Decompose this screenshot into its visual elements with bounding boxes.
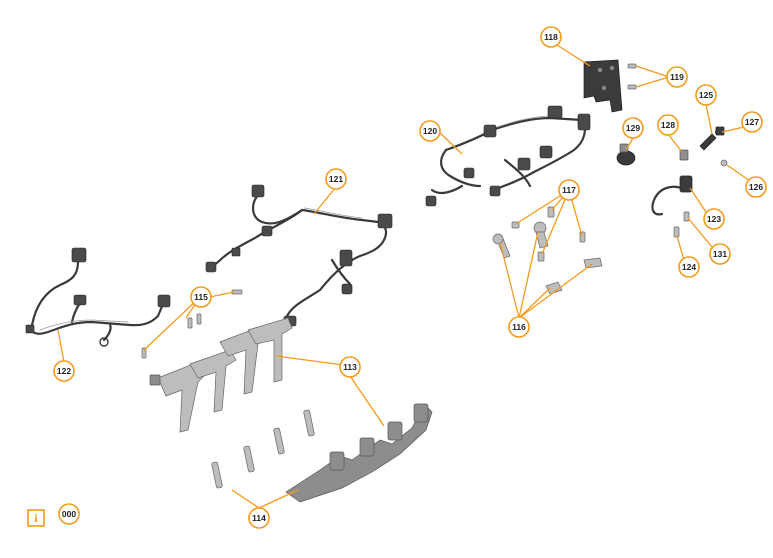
callout-124[interactable]: 124 (678, 256, 700, 278)
bracket-118[interactable] (583, 59, 623, 113)
callout-125[interactable]: 125 (695, 84, 717, 106)
callout-131[interactable]: 131 (709, 243, 731, 265)
callout-000[interactable]: 000 (58, 503, 80, 525)
callout-label: 125 (699, 90, 713, 100)
callout-label: 121 (329, 174, 343, 184)
part-126[interactable] (720, 159, 728, 167)
callout-label: 131 (713, 249, 727, 259)
harness-122[interactable] (25, 247, 171, 347)
callout-118[interactable]: 118 (540, 26, 562, 48)
callout-label: 120 (423, 126, 437, 136)
harness-121[interactable] (205, 184, 393, 327)
callout-label: 126 (749, 182, 763, 192)
callout-123[interactable]: 123 (703, 208, 725, 230)
callout-127[interactable]: 127 (741, 111, 763, 133)
callout-116[interactable]: 116 (508, 316, 530, 338)
callout-122[interactable]: 122 (53, 360, 75, 382)
info-icon[interactable]: i (27, 509, 45, 527)
part-131[interactable] (683, 211, 690, 222)
callout-label: 129 (626, 123, 640, 133)
harness-120[interactable] (425, 105, 591, 207)
sensor-128[interactable] (679, 149, 689, 161)
callout-label: 123 (707, 214, 721, 224)
callout-114[interactable]: 114 (248, 507, 270, 529)
callout-label: 122 (57, 366, 71, 376)
fittings-116[interactable] (492, 221, 603, 295)
callout-label: 118 (544, 32, 558, 42)
sensor-129[interactable] (616, 143, 636, 166)
callout-label: 128 (661, 120, 675, 130)
spark-plugs-114[interactable] (211, 409, 315, 489)
callout-label: 127 (745, 117, 759, 127)
pins-115[interactable] (141, 289, 243, 359)
callout-117[interactable]: 117 (558, 179, 580, 201)
callout-115[interactable]: 115 (190, 286, 212, 308)
part-124[interactable] (673, 226, 680, 238)
callout-label: 116 (512, 322, 526, 332)
coil-rail-114[interactable] (285, 403, 433, 503)
callout-label: 119 (670, 72, 684, 82)
part-127[interactable] (715, 126, 725, 136)
callout-label: 124 (682, 262, 696, 272)
clips-117[interactable] (511, 206, 586, 262)
callout-126[interactable]: 126 (745, 176, 767, 198)
callout-129[interactable]: 129 (622, 117, 644, 139)
sensor-123[interactable] (651, 175, 693, 216)
info-icon-glyph: i (34, 511, 38, 525)
callout-label: 000 (62, 509, 76, 519)
callout-label: 113 (343, 362, 357, 372)
ignition-coils-113[interactable] (149, 317, 293, 433)
callout-119[interactable]: 119 (666, 66, 688, 88)
screws-119[interactable] (627, 63, 637, 90)
callout-label: 114 (252, 513, 266, 523)
callout-121[interactable]: 121 (325, 168, 347, 190)
callout-label: 115 (194, 292, 208, 302)
callout-label: 117 (562, 185, 576, 195)
callout-128[interactable]: 128 (657, 114, 679, 136)
callout-113[interactable]: 113 (339, 356, 361, 378)
callout-120[interactable]: 120 (419, 120, 441, 142)
